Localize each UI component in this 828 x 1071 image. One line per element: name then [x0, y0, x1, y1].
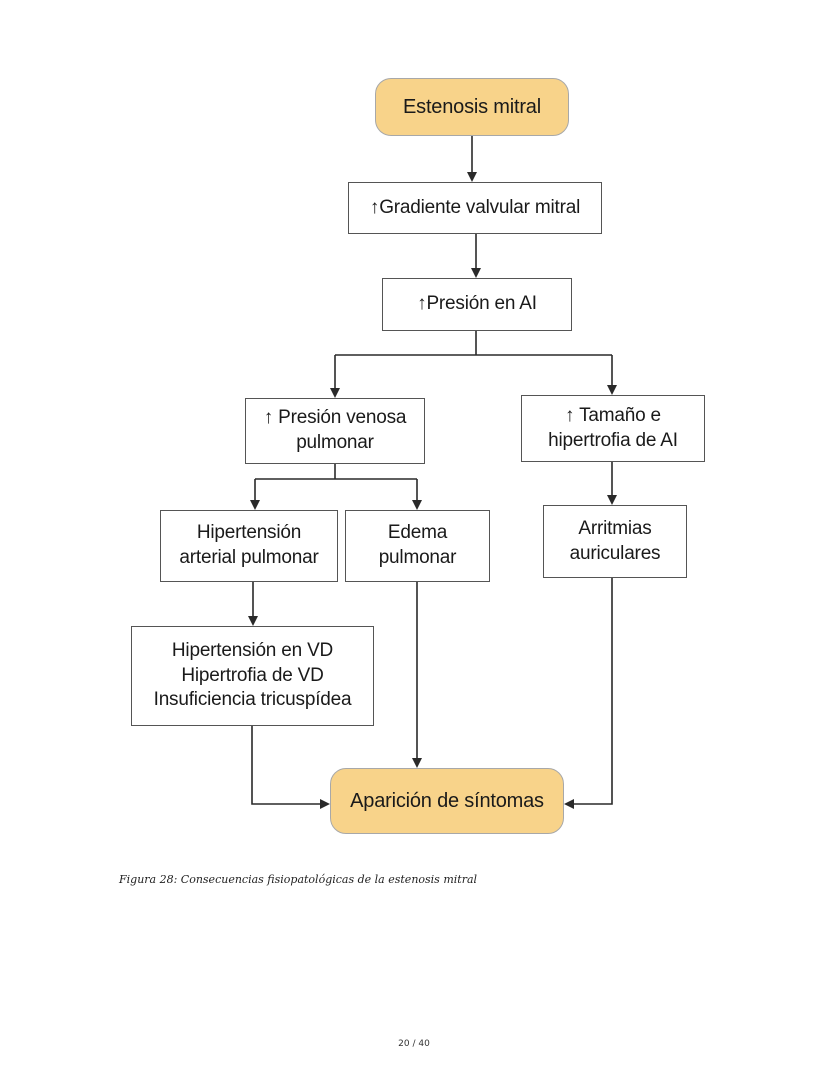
node-sintomas-label: Aparición de síntomas [350, 790, 544, 812]
node-tamano-hipertrofia: ↑ Tamaño e hipertrofia de AI [521, 395, 705, 462]
node-aparicion-sintomas: Aparición de síntomas [330, 768, 564, 834]
node-presion-venosa-line-2: pulmonar [296, 432, 374, 453]
node-presion-venosa: ↑ Presión venosa pulmonar [245, 398, 425, 464]
arrow-arritmias-sintomas [564, 578, 613, 809]
node-arritmias-auriculares: Arritmias auriculares [543, 505, 687, 578]
node-estenosis-label: Estenosis mitral [403, 96, 541, 118]
arrow-vd-sintomas [251, 726, 330, 809]
node-presion-venosa-line-1: ↑ Presión venosa [263, 407, 407, 429]
node-vd-line-3: Insuficiencia tricuspídea [153, 689, 352, 711]
node-gradiente-valvular: ↑Gradiente valvular mitral [348, 182, 602, 234]
node-arritmias-line-1: Arritmias [578, 517, 652, 539]
node-tamano-line-2: hipertrofia de AI [548, 429, 678, 451]
node-hipertension-pulmonar-line-1: Hipertensión [196, 522, 302, 544]
node-vd-line-1: Hipertensión en VD [171, 639, 334, 661]
figure-caption: Figura 28: Consecuencias fisiopatológica… [119, 873, 478, 886]
node-hipertension-pulmonar: Hipertensión arterial pulmonar [160, 510, 338, 582]
node-edema-line-2: pulmonar [378, 547, 457, 568]
node-estenosis-mitral: Estenosis mitral [375, 78, 569, 136]
node-tamano-line-1: ↑ Tamaño e [565, 404, 661, 426]
node-hipertension-pulmonar-line-2: arterial pulmonar [179, 547, 319, 568]
page-number: 20 / 40 [398, 1039, 430, 1049]
node-presion-ai: ↑Presión en AI [382, 278, 572, 331]
node-arritmias-line-2: auriculares [569, 542, 661, 564]
node-edema-line-1: Edema [387, 522, 448, 544]
node-gradiente-label: ↑Gradiente valvular mitral [369, 196, 581, 218]
node-vd-line-2: Hipertrofia de VD [181, 664, 324, 686]
node-edema-pulmonar: Edema pulmonar [345, 510, 490, 582]
node-presion-ai-label: ↑Presión en AI [417, 293, 537, 315]
node-ventriculo-derecho: Hipertensión en VD Hipertrofia de VD Ins… [131, 626, 374, 726]
